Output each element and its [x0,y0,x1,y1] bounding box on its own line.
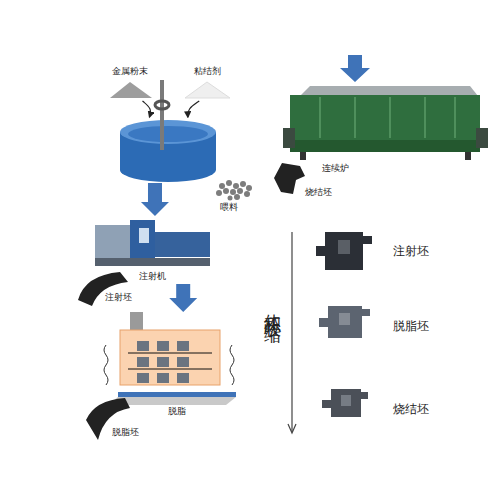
sintered-part-photo [322,389,368,417]
node-label: 喂料 [220,202,238,213]
node-label: 粘结剂 [180,66,235,77]
furnace-conveyor [476,128,488,148]
oven-body [120,330,220,385]
stirrer-ring [155,101,169,109]
shrink-arrowhead [288,424,296,433]
heat-wave [104,345,108,385]
flow-arrow [340,55,370,82]
node-label: 注射机 [92,271,212,282]
feedstock-pellets [216,180,252,201]
oven-parts [137,341,189,383]
part-label: 烧结坯 [305,186,332,199]
furnace-hood [300,86,478,96]
part-label: 注射坯 [105,291,132,304]
node-label: 连续炉 [322,163,349,174]
process-node: 粘结剂 [180,66,235,100]
part-label: 脱脂坯 [393,318,429,335]
oven-shelf [128,353,212,354]
machine-panel [139,228,149,243]
part-label: 脱脂坯 [112,426,139,439]
furnace-panels [320,97,455,138]
process-node: 脱脂 [100,312,240,422]
part-label: 烧结坯 [393,401,429,418]
binder-pile [185,82,230,98]
sintered-part [274,163,305,194]
green-part-photo [316,232,372,270]
process-node: 金属粉末 [105,66,155,100]
furnace-leg [465,152,471,160]
shrink-arrow [291,232,292,432]
brown-part-photo [319,306,370,338]
flow-arrow [169,284,197,312]
process-node: 喂料 [118,118,255,183]
process-node: 连续炉 [285,84,485,180]
furnace-conveyor [283,128,295,148]
mixer-top [120,120,216,144]
machine-hopper [95,225,130,260]
mixer-inner [128,126,208,142]
heat-wave [230,345,234,385]
oven-shelf [128,369,212,370]
furnace-leg [300,152,306,160]
node-label: 脱脂 [168,406,186,417]
furnace-band [290,140,480,152]
shrink-note: 体积收缩 [262,300,285,316]
flow-arrow [143,101,151,117]
process-node: 注射机 [92,216,212,284]
stirrer-shaft [160,80,164,150]
part-label: 注射坯 [393,243,429,260]
oven-chimney [130,312,143,332]
flow-arrow [188,101,199,117]
furnace-body [290,95,480,140]
node-label: 金属粉末 [105,66,155,77]
oven-base [118,392,236,397]
machine-base [95,258,210,266]
machine-clamp [155,232,210,257]
powder-pile [110,82,152,98]
flow-arrow [141,183,169,216]
